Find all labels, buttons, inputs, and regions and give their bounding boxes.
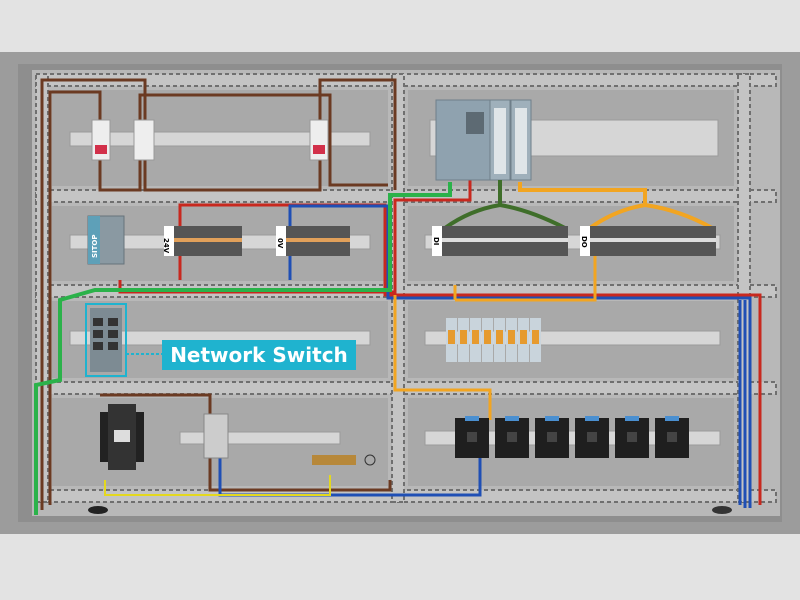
terminal-0v-label: 0V bbox=[276, 238, 284, 249]
plc bbox=[435, 99, 532, 181]
network-switch-callout: Network Switch bbox=[162, 340, 356, 370]
distribution-block bbox=[203, 413, 229, 459]
terminal-do-label: DO bbox=[580, 236, 588, 248]
relays bbox=[446, 318, 541, 362]
terminal-24v-label: 24V bbox=[162, 238, 170, 254]
network-switch bbox=[85, 303, 163, 377]
terminal-di-label: DI bbox=[432, 237, 440, 245]
ground-icon bbox=[364, 454, 376, 466]
ground-bar bbox=[312, 455, 356, 465]
transformer bbox=[100, 404, 144, 470]
power-supply-label: SITOP bbox=[91, 234, 99, 258]
wiring bbox=[34, 78, 762, 515]
terminal-blocks bbox=[164, 226, 716, 256]
plc-io-cables bbox=[443, 180, 713, 230]
contactors bbox=[455, 416, 689, 458]
power-supply: SITOP bbox=[87, 215, 125, 265]
cable-glands bbox=[88, 506, 732, 514]
circuit-breakers bbox=[91, 119, 329, 161]
wire-ducts bbox=[35, 73, 777, 503]
